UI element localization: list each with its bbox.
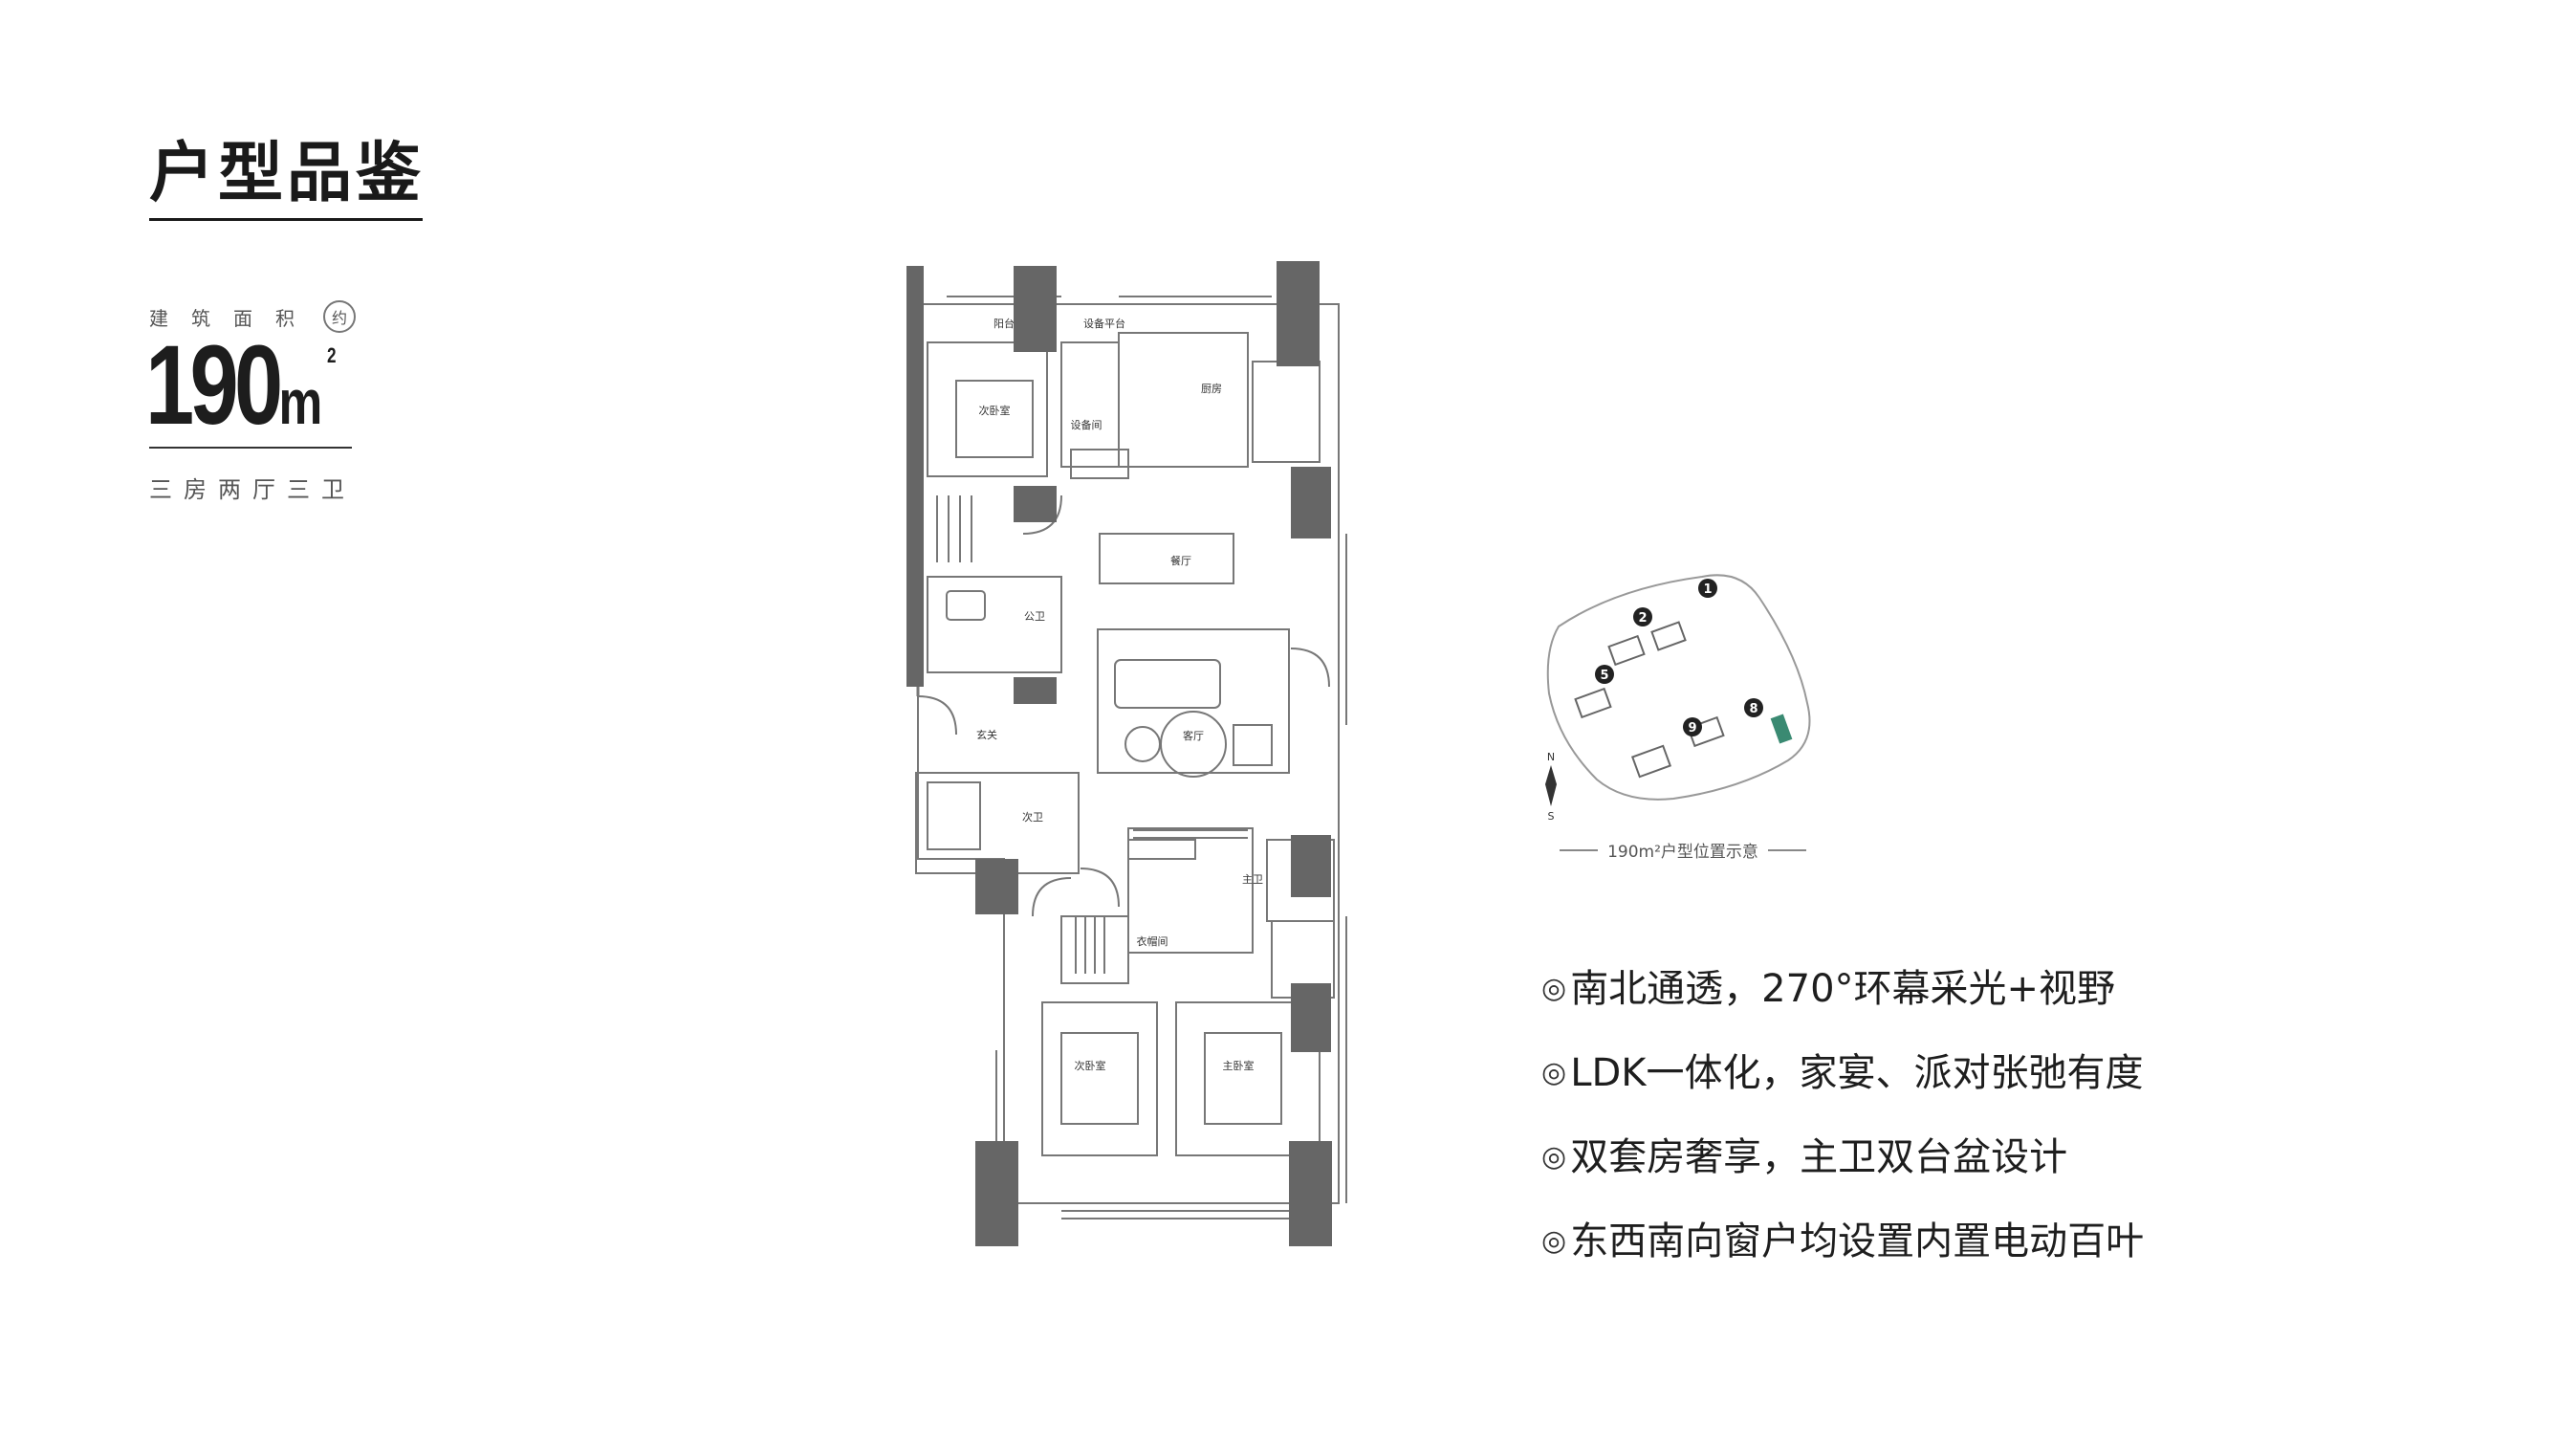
room-entrance-label: 玄关 xyxy=(976,728,997,741)
area-unit: m xyxy=(278,366,323,437)
area-label-char: 面 xyxy=(233,306,258,330)
building-8-label: 8 xyxy=(1749,702,1757,716)
caption-line-left xyxy=(1560,848,1599,851)
bullet-icon: ◎ xyxy=(1541,1224,1567,1258)
area-label-row: 建 筑 面 积 约 xyxy=(149,300,356,333)
building-2-label: 2 xyxy=(1638,611,1647,626)
feature-list: ◎ 南北通透，270°环幕采光+视野 ◎ LDK一体化，家宴、派对张弛有度 ◎ … xyxy=(1541,947,2144,1284)
room-living-label: 客厅 xyxy=(1183,729,1204,742)
highlighted-unit xyxy=(1770,714,1793,744)
site-caption-text: 190m²户型位置示意 xyxy=(1607,843,1758,862)
area-label-char: 筑 xyxy=(191,306,216,330)
room-cloakroom-label: 衣帽间 xyxy=(1137,934,1168,948)
bullet-icon: ◎ xyxy=(1541,1056,1567,1089)
feature-item: ◎ 南北通透，270°环幕采光+视野 xyxy=(1541,947,2144,1031)
room-bedroom-sw-label: 次卧室 xyxy=(1075,1059,1106,1072)
area-value: 190m2 xyxy=(145,326,337,446)
room-equipment-platform-label: 设备平台 xyxy=(1083,317,1125,330)
room-master-bedroom-label: 主卧室 xyxy=(1223,1059,1255,1072)
feature-item: ◎ 东西南向窗户均设置内置电动百叶 xyxy=(1541,1199,2144,1284)
compass-icon: N S xyxy=(1545,751,1557,823)
area-number: 190 xyxy=(145,322,283,449)
feature-item: ◎ 双套房奢享，主卫双台盆设计 xyxy=(1541,1115,2144,1199)
site-plan: 1 2 5 8 9 N S xyxy=(1545,574,1811,823)
feature-text: LDK一体化，家宴、派对张弛有度 xyxy=(1570,1051,2144,1095)
area-underline xyxy=(149,447,352,449)
area-label: 建 筑 面 积 xyxy=(149,303,300,331)
room-dining-label: 餐厅 xyxy=(1170,554,1191,567)
feature-text: 东西南向窗户均设置内置电动百叶 xyxy=(1570,1219,2145,1263)
bullet-icon: ◎ xyxy=(1541,1140,1567,1174)
caption-line-right xyxy=(1767,848,1806,851)
approx-badge: 约 xyxy=(323,300,356,333)
layout-type: 三房两厅三卫 xyxy=(149,476,356,503)
area-label-char: 建 xyxy=(149,306,174,330)
room-kitchen-label: 厨房 xyxy=(1201,383,1222,395)
title-underline xyxy=(149,218,423,221)
room-master-bath-label: 主卫 xyxy=(1242,873,1263,886)
room-equipment-room-label: 设备间 xyxy=(1071,418,1102,431)
floor-plan: 阳台 设备平台 次卧室 设备间 厨房 餐厅 公卫 玄关 客厅 次卫 主卫 衣帽间… xyxy=(906,261,1347,1246)
room-bedroom-nw-label: 次卧室 xyxy=(979,404,1011,417)
feature-text: 双套房奢享，主卫双台盆设计 xyxy=(1570,1135,2068,1179)
feature-item: ◎ LDK一体化，家宴、派对张弛有度 xyxy=(1541,1031,2144,1115)
building-1-label: 1 xyxy=(1703,582,1712,597)
site-caption: 190m²户型位置示意 xyxy=(1549,838,1817,862)
room-public-bath-label: 公卫 xyxy=(1024,610,1045,623)
page-title: 户型品鉴 xyxy=(149,136,426,211)
area-unit-sup: 2 xyxy=(326,343,337,367)
building-9-label: 9 xyxy=(1688,721,1696,736)
feature-text: 南北通透，270°环幕采光+视野 xyxy=(1570,967,2116,1011)
bullet-icon: ◎ xyxy=(1541,972,1567,1005)
room-balcony-label: 阳台 xyxy=(993,317,1015,330)
compass-south-label: S xyxy=(1548,810,1555,823)
area-label-char: 积 xyxy=(275,306,300,330)
building-5-label: 5 xyxy=(1600,669,1608,683)
compass-north-label: N xyxy=(1547,751,1555,763)
room-second-bath-label: 次卫 xyxy=(1022,810,1043,824)
